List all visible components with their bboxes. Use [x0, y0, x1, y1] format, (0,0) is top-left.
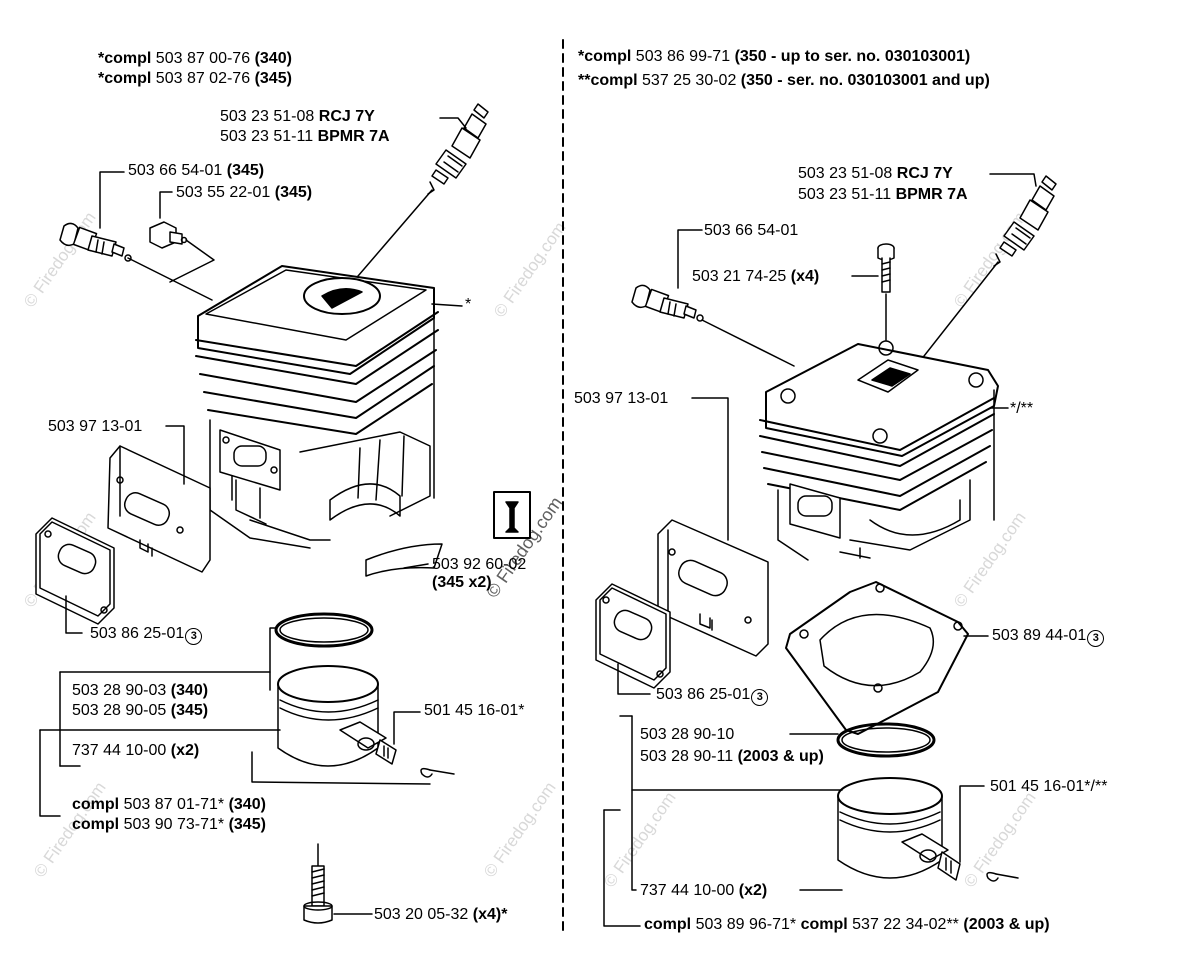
spark-plug-icon-left [427, 103, 489, 195]
leader-line [691, 397, 729, 541]
leader-line [959, 785, 985, 863]
left-decomp-valve-label: 503 66 54-01 (345) [128, 162, 265, 179]
right-spark-plug-label2: 503 23 51-11 BPMR 7A [798, 186, 968, 203]
piston-ring-icon-right [836, 722, 936, 758]
leader-line [403, 563, 429, 569]
right-needle-bearing-label: 501 45 16-01*/** [990, 778, 1108, 795]
leader-line [39, 729, 61, 817]
left-circlip-label: 737 44 10-00 (x2) [72, 742, 200, 759]
decompression-valve-icon-left [59, 222, 132, 262]
piston-icon-left [277, 665, 433, 778]
leader-line [269, 627, 277, 691]
left-clip-label: 503 92 60-02 [432, 556, 527, 573]
leader-line [431, 303, 463, 307]
right-spark-plug-label1: 503 23 51-08 RCJ 7Y [798, 165, 953, 182]
left-cylinder-mark: * [465, 296, 472, 313]
right-header-line1: *compl 503 86 99-71 (350 - up to ser. no… [578, 48, 971, 65]
left-piston-label1: 503 28 90-03 (340) [72, 682, 209, 699]
right-gasket-plate-label: 503 97 13-01 [574, 390, 669, 407]
leader-line [701, 319, 795, 367]
right-cylinder-mark: */** [1010, 400, 1034, 417]
left-spark-plug-label1: 503 23 51-08 RCJ 7Y [220, 108, 375, 125]
left-gasket-plate-label: 503 97 13-01 [48, 418, 143, 435]
left-clip-qty-label: (345 x2) [432, 574, 492, 591]
right-circlip-label: 737 44 10-00 (x2) [640, 882, 768, 899]
leader-line [439, 117, 467, 129]
gasket-plate-icon-left [107, 445, 211, 573]
cylinder-icon-right [759, 340, 999, 561]
spark-plug-icon-right [993, 175, 1057, 267]
left-cyl-screw-label: 503 20 05-32 (x4)* [374, 906, 508, 923]
exhaust-gasket-icon-left [35, 517, 115, 625]
gasket-plate-icon-right [657, 519, 769, 657]
leader-line [617, 663, 651, 695]
leader-line [165, 425, 185, 485]
leader-line [677, 229, 703, 289]
leader-line [393, 711, 421, 745]
decompression-valve-icon-right [631, 284, 704, 322]
left-spark-plug-label2: 503 23 51-11 BPMR 7A [220, 128, 390, 145]
right-piston-ring-label2: 503 28 90-11 (2003 & up) [640, 748, 824, 765]
tool-badge-icon [493, 491, 531, 539]
base-gasket-icon-right [785, 581, 969, 735]
right-decomp-valve-label: 503 66 54-01 [704, 222, 799, 239]
leader-line [99, 171, 125, 229]
right-piston-ring-label1: 503 28 90-10 [640, 726, 735, 743]
cylinder-clip-icon [365, 543, 443, 577]
leader-line [169, 239, 215, 283]
cylinder-icon-left [195, 265, 439, 549]
leader-line [251, 751, 431, 785]
left-needle-bearing-label: 501 45 16-01* [424, 702, 525, 719]
leader-line [65, 595, 83, 634]
leader-line [429, 769, 455, 775]
leader-line [345, 189, 433, 291]
leader-line [159, 191, 173, 219]
left-header-line1: *compl 503 87 00-76 (340) [98, 50, 292, 67]
head-screw-icon-right [877, 243, 895, 293]
screw-icon-left [303, 843, 333, 924]
leader-line [603, 809, 641, 927]
leader-line [995, 873, 1019, 879]
leader-line [989, 173, 1037, 187]
right-head-screw-label: 503 21 74-25 (x4) [692, 268, 820, 285]
piston-ring-icon-left [274, 612, 374, 648]
left-piston-kit-label1: compl 503 87 01-71* (340) [72, 796, 266, 813]
right-header-line2: **compl 537 25 30-02 (350 - ser. no. 030… [578, 72, 990, 89]
left-piston-kit-label2: compl 503 90 73-71* (345) [72, 816, 266, 833]
left-header-line2: *compl 503 87 02-76 (345) [98, 70, 292, 87]
right-piston-kit-label: compl 503 89 96-71* compl 537 22 34-02**… [644, 916, 1050, 933]
left-piston-label2: 503 28 90-05 (345) [72, 702, 209, 719]
left-plug-screw-label: 503 55 22-01 (345) [176, 184, 313, 201]
plug-screw-icon-left [149, 221, 188, 249]
exhaust-gasket-icon-right [595, 583, 671, 689]
leader-line [631, 715, 637, 891]
leader-line [127, 257, 213, 301]
piston-icon-right [837, 777, 999, 882]
